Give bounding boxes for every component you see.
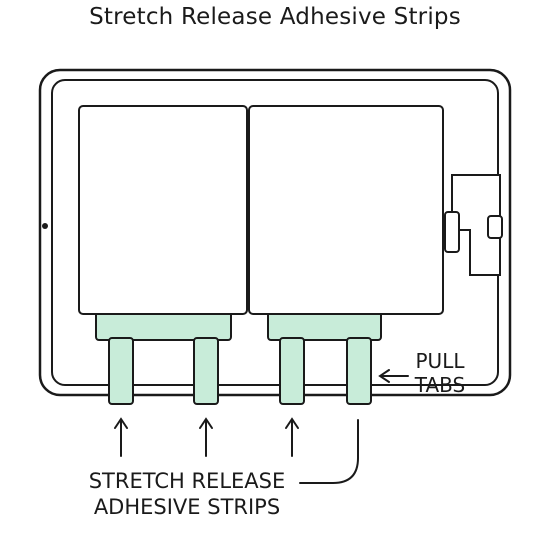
pull-tab-1 <box>108 337 134 405</box>
adhesive-strip-base-left <box>95 311 232 341</box>
pull-tabs-label-line1: PULL <box>416 349 466 373</box>
camera-dot-icon <box>42 223 48 229</box>
bracket-button-left <box>444 211 460 253</box>
arrow-icon <box>199 417 213 457</box>
pull-tabs-label-line2: TABS <box>414 373 465 397</box>
strips-leader-line <box>299 419 359 484</box>
mounted-panel-left <box>78 105 248 315</box>
strips-label-line2: ADHESIVE STRIPS <box>94 495 280 519</box>
pull-tab-4 <box>346 337 372 405</box>
arrow-icon <box>378 369 409 383</box>
pull-tab-2 <box>193 337 219 405</box>
arrow-icon <box>285 417 299 457</box>
adhesive-strip-base-right <box>267 311 382 341</box>
arrow-icon <box>114 417 128 457</box>
mounted-panel-right <box>248 105 444 315</box>
bracket-button-right <box>487 215 503 239</box>
strips-label-line1: STRETCH RELEASE <box>89 469 286 493</box>
pull-tab-3 <box>279 337 305 405</box>
diagram-title: Stretch Release Adhesive Strips <box>89 4 461 30</box>
